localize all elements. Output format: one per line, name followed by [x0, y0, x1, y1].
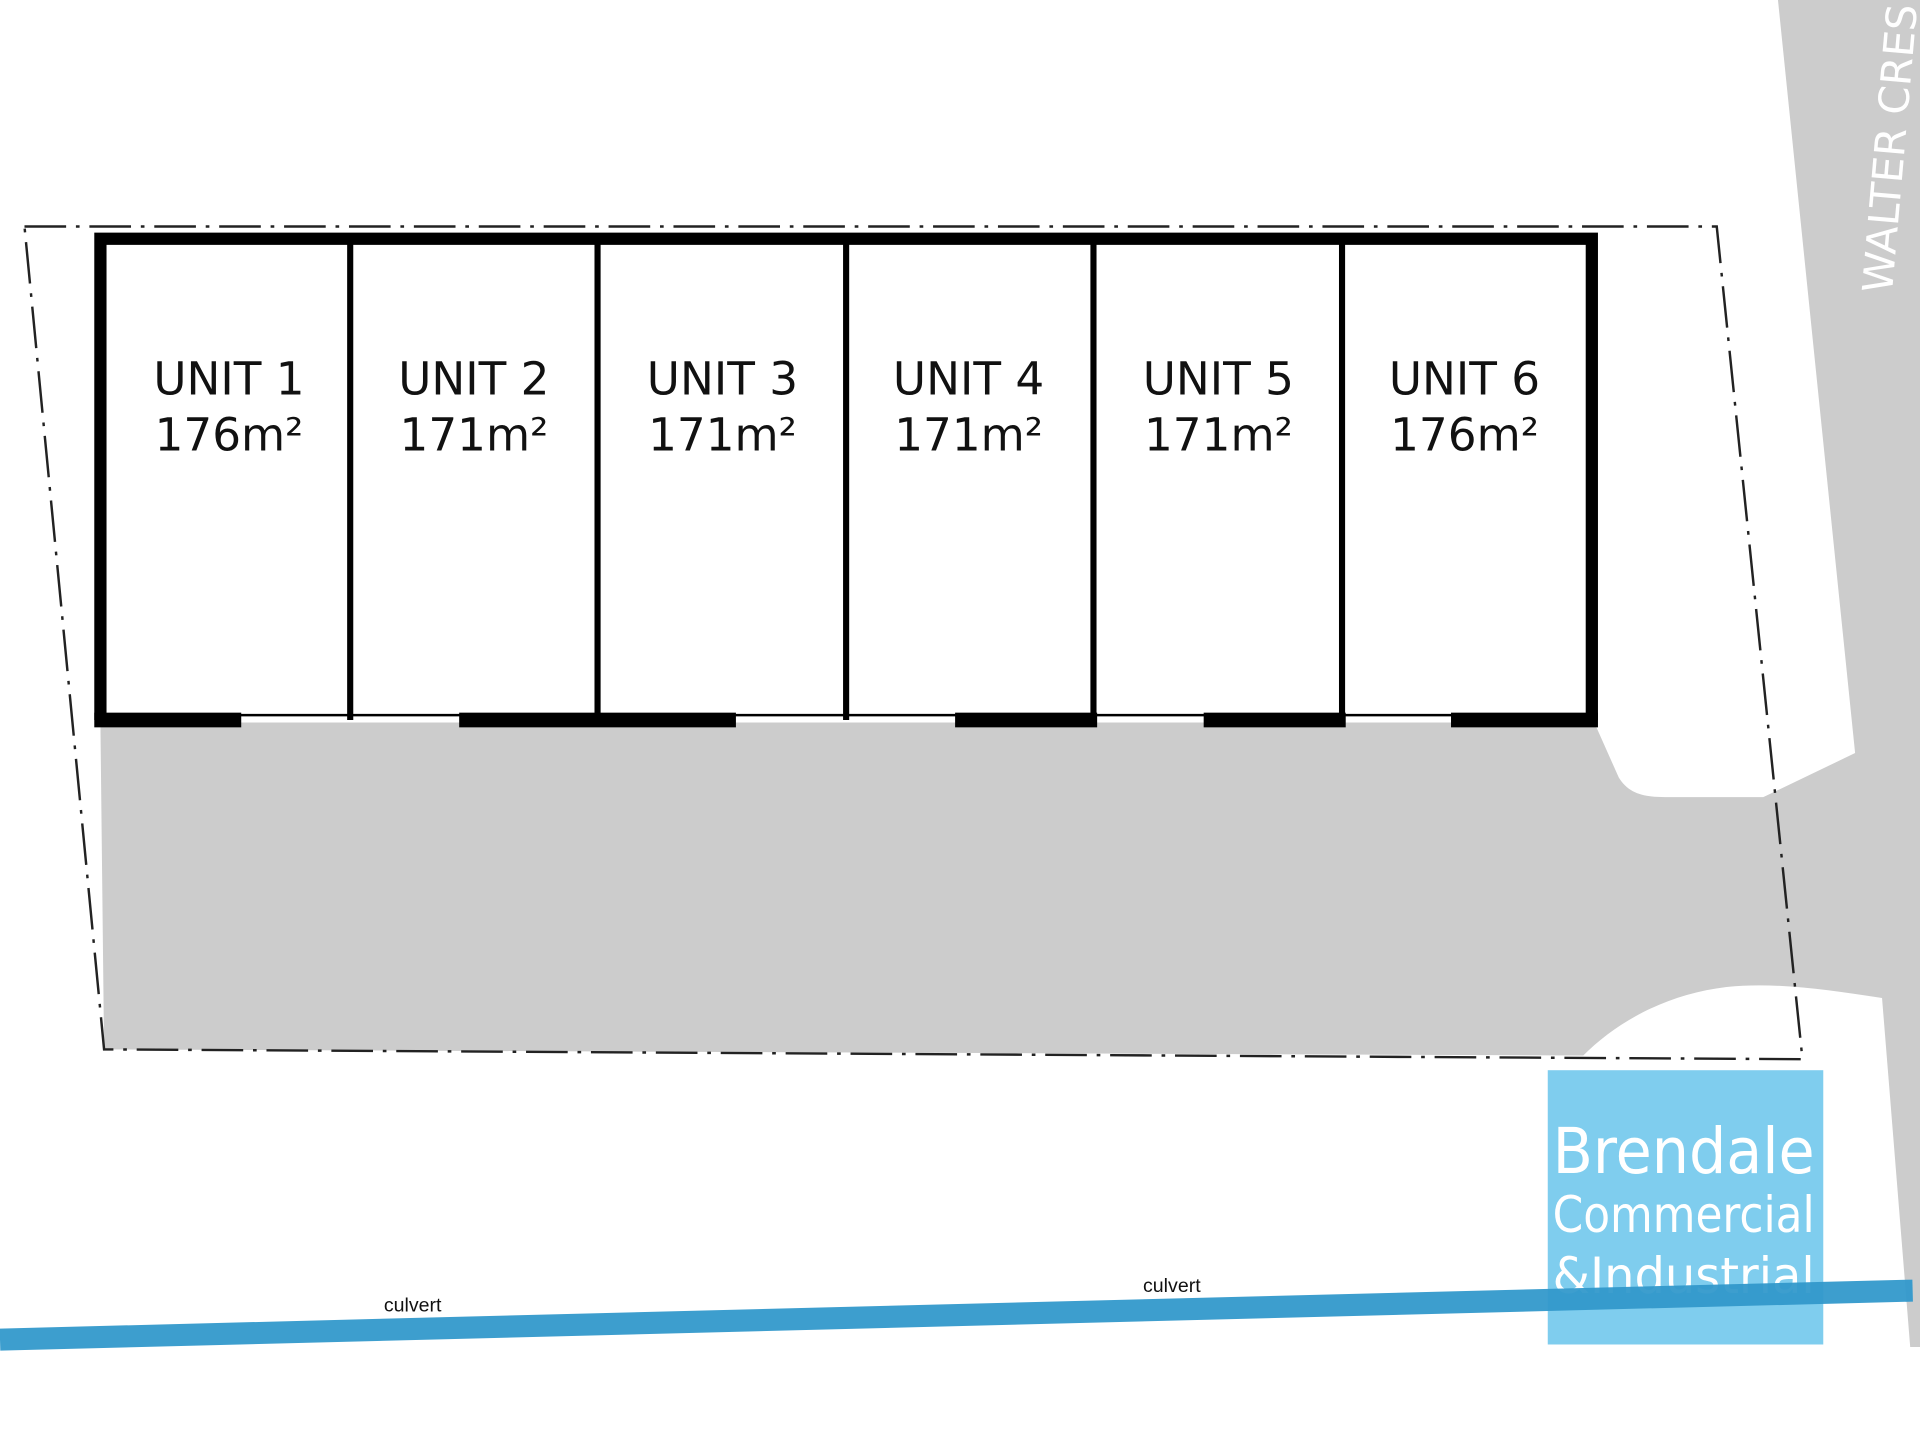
unit-area: 171m²	[648, 409, 797, 462]
unit-label: UNIT 6	[1389, 352, 1540, 405]
culvert-label: culvert	[1143, 1275, 1201, 1297]
unit-5: UNIT 5 171m²	[1143, 352, 1294, 461]
unit-6: UNIT 6 176m²	[1389, 352, 1540, 461]
unit-area: 171m²	[894, 409, 1043, 462]
roller-doors	[94, 712, 1598, 728]
unit-area: 171m²	[1144, 409, 1293, 462]
unit-2: UNIT 2 171m²	[398, 352, 549, 461]
unit-area: 176m²	[1390, 409, 1539, 462]
unit-label: UNIT 3	[647, 352, 798, 405]
unit-area: 171m²	[400, 409, 549, 462]
building	[94, 232, 1598, 728]
culvert-label: culvert	[384, 1294, 442, 1316]
lot-boundary	[23, 225, 1804, 1061]
unit-1: UNIT 1 176m²	[153, 352, 304, 461]
unit-area: 176m²	[155, 409, 304, 462]
logo-line1: Brendale	[1553, 1115, 1815, 1189]
unit-label: UNIT 2	[398, 352, 549, 405]
unit-label: UNIT 5	[1143, 352, 1294, 405]
unit-label: UNIT 1	[153, 352, 304, 405]
unit-3: UNIT 3 171m²	[647, 352, 798, 461]
creek-line	[0, 1279, 1913, 1351]
unit-4: UNIT 4 171m²	[893, 352, 1044, 461]
paved-area-and-road	[100, 0, 1920, 1347]
logo-line2: Commercial	[1553, 1185, 1815, 1244]
unit-label: UNIT 4	[893, 352, 1044, 405]
